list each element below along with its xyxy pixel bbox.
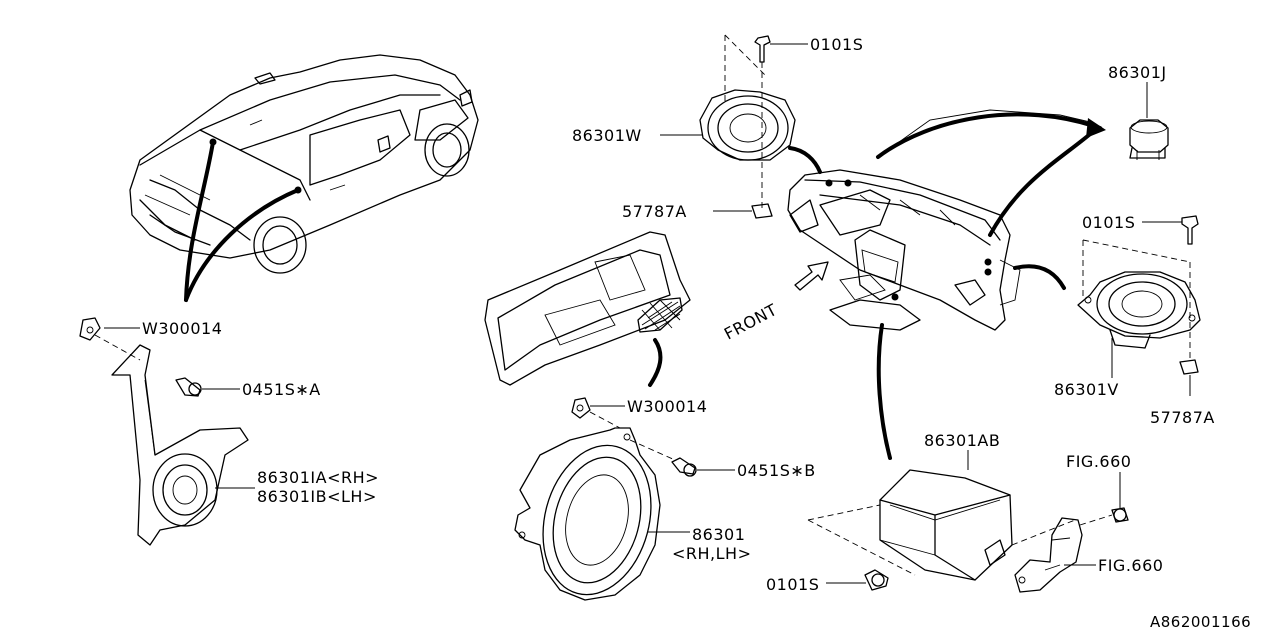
label-0101s-top: 0101S bbox=[810, 35, 863, 54]
car-illustration bbox=[129, 54, 479, 274]
label-fig660-top: FIG.660 bbox=[1066, 452, 1131, 471]
label-0451s-b: 0451S∗B bbox=[737, 461, 816, 480]
amplifier-86301ab bbox=[807, 469, 1076, 591]
label-86301-sub: <RH,LH> bbox=[672, 544, 752, 563]
clip-w300014-left bbox=[79, 317, 101, 341]
bolt-0451s-b bbox=[671, 457, 696, 475]
instrument-panel bbox=[787, 169, 1021, 331]
front-label: FRONT bbox=[721, 300, 780, 344]
front-direction-arrow bbox=[794, 261, 829, 291]
dash-speaker-86301w bbox=[699, 34, 796, 219]
label-86301w: 86301W bbox=[572, 126, 642, 145]
bolt-0101s-right bbox=[1181, 215, 1199, 245]
label-86301: 86301 bbox=[692, 525, 745, 544]
diagram-id: A862001166 bbox=[1150, 613, 1251, 631]
speaker-location-dot bbox=[844, 179, 852, 187]
callout-arrow bbox=[988, 128, 1097, 237]
bolt-0101s-bottom bbox=[864, 569, 889, 591]
label-86301ib: 86301IB<LH> bbox=[257, 487, 377, 506]
speaker-location-dot bbox=[825, 179, 833, 187]
label-0451s-a: 0451S∗A bbox=[242, 380, 321, 399]
label-0101s-bottom: 0101S bbox=[766, 575, 819, 594]
callout-arrow bbox=[788, 146, 822, 174]
callout-arrow bbox=[648, 338, 663, 387]
label-w300014-left: W300014 bbox=[142, 319, 222, 338]
label-86301ab: 86301AB bbox=[924, 431, 1000, 450]
speaker-location-dot bbox=[984, 258, 992, 266]
label-fig660-bottom: FIG.660 bbox=[1098, 556, 1163, 575]
callout-arrow bbox=[184, 140, 215, 302]
speaker-location-dot bbox=[891, 293, 899, 301]
dash-speaker-86301v bbox=[1077, 215, 1201, 375]
tweeter-86301j bbox=[1129, 119, 1169, 160]
tweeter-bracket-assembly bbox=[79, 317, 249, 546]
clip-57787a-top bbox=[751, 203, 773, 219]
label-86301ia: 86301IA<RH> bbox=[257, 468, 379, 487]
label-0101s-right: 0101S bbox=[1082, 213, 1135, 232]
callout-arrow bbox=[184, 188, 300, 302]
label-86301v: 86301V bbox=[1054, 380, 1119, 399]
label-57787a-right: 57787A bbox=[1150, 408, 1215, 427]
callout-arrow bbox=[1013, 264, 1066, 290]
label-w300014-mid: W300014 bbox=[627, 397, 707, 416]
clip-57787a-right bbox=[1179, 359, 1199, 375]
callout-arrow bbox=[876, 112, 1102, 159]
bolt-0451s-a bbox=[175, 377, 201, 397]
label-86301j: 86301J bbox=[1108, 63, 1167, 82]
callout-arrow bbox=[876, 323, 892, 460]
clip-w300014-mid bbox=[571, 397, 591, 419]
speaker-location-dot bbox=[984, 268, 992, 276]
bracket-fig660 bbox=[1014, 507, 1129, 593]
label-57787a-top: 57787A bbox=[622, 202, 687, 221]
door-speaker-86301 bbox=[514, 397, 697, 601]
door-trim-panel bbox=[484, 231, 691, 386]
bolt-0101s-top bbox=[754, 35, 771, 63]
